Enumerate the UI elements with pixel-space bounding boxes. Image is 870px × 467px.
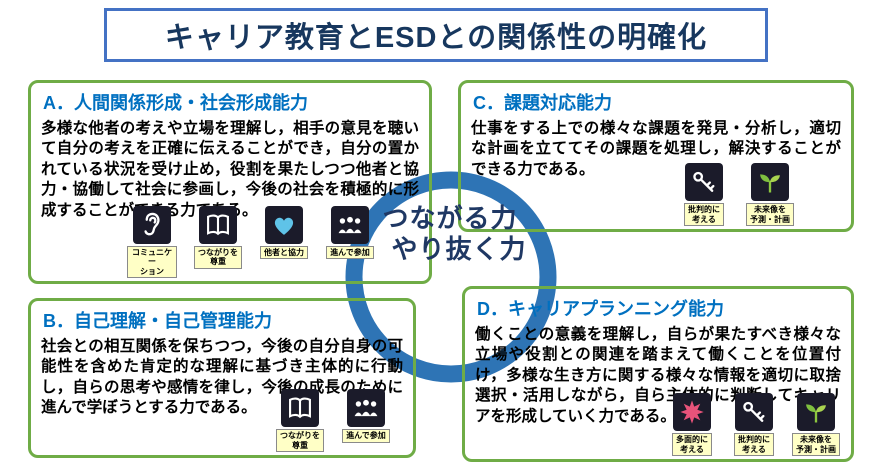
connection-ring [345,171,557,383]
box-d-body: 働くことの意義を理解し，自らが果たすべき様々な立場や役割との関連を踏まえて働くこ… [475,326,841,425]
box-c-icons: 批判的に 考える 未来像を 予測・計画 [679,163,795,226]
icon-label: 批判的に 考える [684,203,724,226]
ear-icon [133,205,171,244]
box-b-icons: つながりを 尊重 進んで参加 [275,389,391,452]
icon-communication: コミュニケー ション [127,205,177,278]
box-b-body: 社会との相互関係を保ちつつ，今後の自分自身の可能性を含めた肯定的な理解に基づき主… [41,338,403,417]
box-d-heading: D．キャリアプランニング能力 [477,299,724,319]
group-icon [347,389,385,428]
icon-label: つながりを 尊重 [276,429,324,452]
icon-label: 批判的に 考える [734,433,774,456]
icon-label: 未来像を 予測・計画 [746,203,794,226]
icon-label: つながりを 尊重 [194,245,242,269]
icon-critical-thinking: 批判的に 考える [679,163,729,226]
sprout-icon [797,393,835,432]
box-d-career-planning: D．キャリアプランニング能力 働くことの意義を理解し，自らが果たすべき様々な立場… [462,286,854,462]
key-icon [685,163,723,202]
icon-multifaceted-thinking: 多面的に 考える [667,393,717,456]
icon-respect-connections: つながりを 尊重 [193,205,243,269]
box-a-heading: A．人間関係形成・社会形成能力 [43,93,308,113]
icon-critical-thinking: 批判的に 考える [729,393,779,456]
sprout-icon [751,163,789,202]
box-a-icons: コミュニケー ション つながりを 尊重 他者と協力 [127,205,375,278]
title-box: キャリア教育とESDとの関係性の明確化 [104,8,768,62]
center-ring-label: つながる力 やり抜く力 [352,203,548,264]
page-title: キャリア教育とESDとの関係性の明確化 [164,22,708,54]
icon-respect-connections: つながりを 尊重 [275,389,325,452]
box-a-human-relations: A．人間関係形成・社会形成能力 多様な他者の考えや立場を理解し，相手の意見を聴い… [28,80,432,284]
icon-label: 多面的に 考える [672,433,712,456]
starburst-icon [673,393,711,432]
box-b-heading: B．自己理解・自己管理能力 [43,311,272,331]
icon-participation: 進んで参加 [341,389,391,443]
key-icon [735,393,773,432]
box-d-icons: 多面的に 考える 批判的に 考える [667,393,841,456]
center-label-line2: やり抜く力 [391,233,527,264]
center-label-line1: つながる力 [382,203,518,233]
group-icon [331,205,369,244]
box-c-body: 仕事をする上での様々な課題を発見・分析し，適切な計画を立ててその課題を処理し，解… [471,120,841,178]
box-b-self-management: B．自己理解・自己管理能力 社会との相互関係を保ちつつ，今後の自分自身の可能性を… [28,298,416,458]
box-c-problem-handling: C．課題対応能力 仕事をする上での様々な課題を発見・分析し，適切な計画を立ててそ… [458,80,854,232]
open-book-icon [281,389,319,428]
icon-participation: 進んで参加 [325,205,375,260]
icon-label: 進んで参加 [342,429,390,443]
icon-future-planning: 未来像を 予測・計画 [745,163,795,226]
icon-label: コミュニケー ション [127,245,177,278]
box-c-heading: C．課題対応能力 [473,93,612,113]
icon-future-planning: 未来像を 予測・計画 [791,393,841,456]
icon-label: 他者と協力 [260,245,308,260]
icon-cooperate: 他者と協力 [259,205,309,260]
heart-icon [265,205,303,244]
icon-label: 未来像を 予測・計画 [792,433,840,456]
icon-label: 進んで参加 [326,245,374,260]
open-book-icon [199,205,237,244]
